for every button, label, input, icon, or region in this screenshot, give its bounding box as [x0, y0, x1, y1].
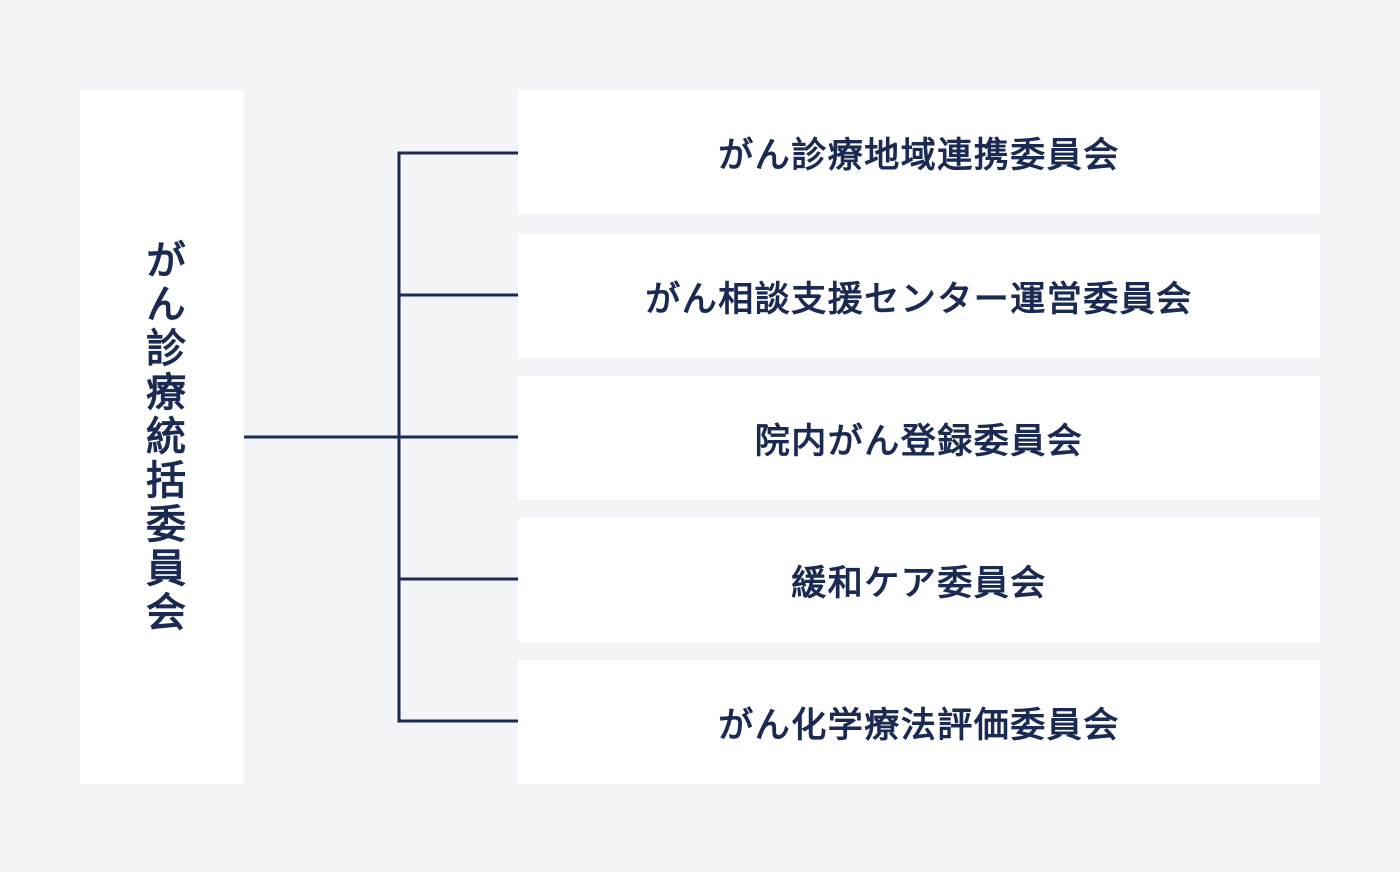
- committee-box-regional-liaison: がん診療地域連携委員会: [518, 90, 1320, 214]
- committee-box-consultation-center: がん相談支援センター運営委員会: [518, 234, 1320, 358]
- committee-label: がん化学療法評価委員会: [718, 705, 1120, 746]
- committee-label: がん相談支援センター運営委員会: [645, 279, 1193, 320]
- committee-label: がん診療地域連携委員会: [718, 135, 1120, 176]
- committee-box-cancer-registry: 院内がん登録委員会: [518, 376, 1320, 500]
- committee-box-chemotherapy-evaluation: がん化学療法評価委員会: [518, 660, 1320, 784]
- committee-box-palliative-care: 緩和ケア委員会: [518, 518, 1320, 642]
- committee-label: 院内がん登録委員会: [754, 421, 1084, 462]
- root-committee-label: がん診療統括委員会: [139, 239, 185, 635]
- root-committee-box: がん診療統括委員会: [80, 90, 244, 784]
- committee-label: 緩和ケア委員会: [791, 563, 1047, 604]
